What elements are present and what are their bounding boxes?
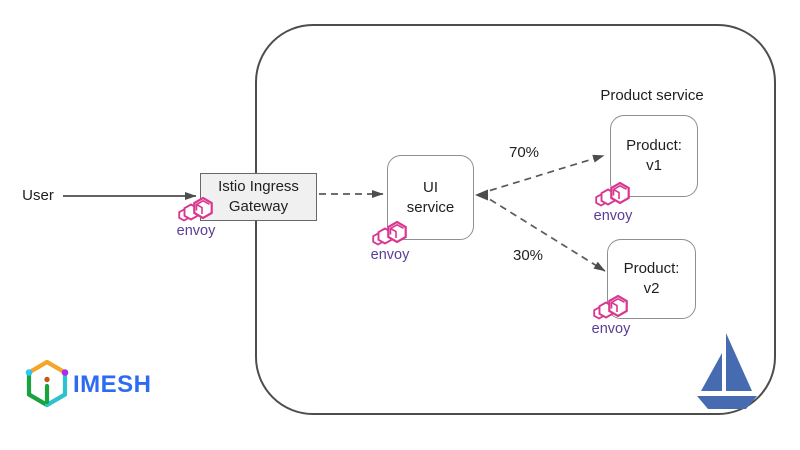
envoy-sidecar-gateway: envoy	[172, 195, 220, 239]
envoy-label: envoy	[591, 321, 631, 337]
product-v1-node: Product: v1	[610, 115, 698, 197]
envoy-icon	[372, 220, 407, 246]
imesh-wordmark: IMESH	[73, 371, 152, 398]
user-label: User	[22, 187, 54, 204]
ui-to-v2-dashed-arrow	[489, 198, 606, 272]
traffic-weight-30-label: 30%	[512, 247, 544, 264]
envoy-sidecar-product-v1: envoy	[589, 180, 637, 224]
istio-ingress-gateway-node: Istio Ingress Gateway	[200, 173, 317, 221]
traffic-weight-70-label: 70%	[508, 144, 540, 161]
envoy-sidecar-product-v2: envoy	[587, 293, 635, 337]
envoy-label: envoy	[593, 208, 633, 224]
envoy-label: envoy	[370, 247, 410, 263]
imesh-cube-icon	[25, 359, 69, 408]
envoy-icon	[595, 181, 630, 207]
envoy-icon	[593, 294, 628, 320]
envoy-sidecar-ui-service: envoy	[366, 219, 414, 263]
imesh-logo: IMESH	[24, 357, 152, 413]
product-service-group-label: Product service	[600, 87, 704, 104]
envoy-icon	[178, 196, 213, 222]
envoy-label: envoy	[176, 223, 216, 239]
ui-to-v1-dashed-arrow	[489, 154, 605, 192]
ui-service-return-arrowhead	[475, 189, 488, 201]
istio-sailboat-icon	[697, 333, 757, 409]
